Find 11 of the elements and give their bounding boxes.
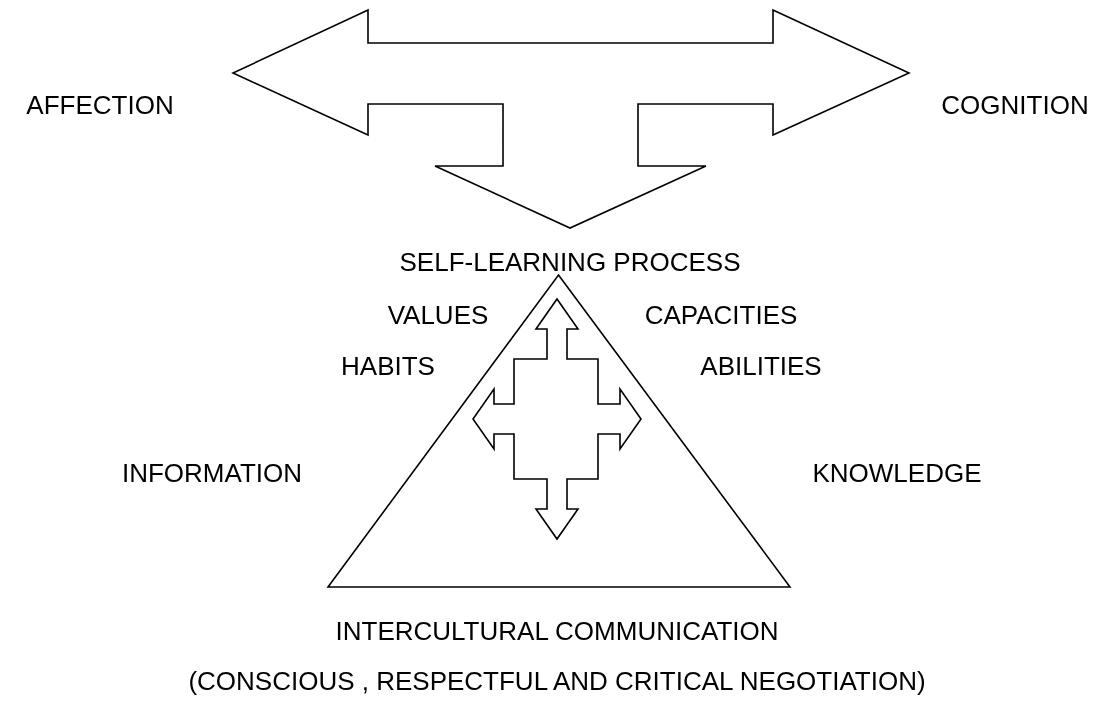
- term-text: SELF-LEARNING PROCESS: [399, 247, 741, 277]
- term-label: CAPACITIES: [644, 300, 798, 330]
- term-label: ABILITIES: [700, 351, 822, 381]
- term-label: VALUES: [387, 300, 489, 330]
- term-label: INFORMATION: [121, 458, 303, 488]
- term-label: HABITS: [341, 351, 435, 381]
- term-label: INTERCULTURAL COMMUNICATION: [335, 616, 779, 646]
- term-text: AFFECTION: [26, 90, 174, 120]
- term-text: COGNITION: [941, 90, 1089, 120]
- term-label: (CONSCIOUS , RESPECTFUL AND CRITICAL NEGOTIATION): [188, 666, 926, 696]
- term-label: KNOWLEDGE: [812, 458, 982, 488]
